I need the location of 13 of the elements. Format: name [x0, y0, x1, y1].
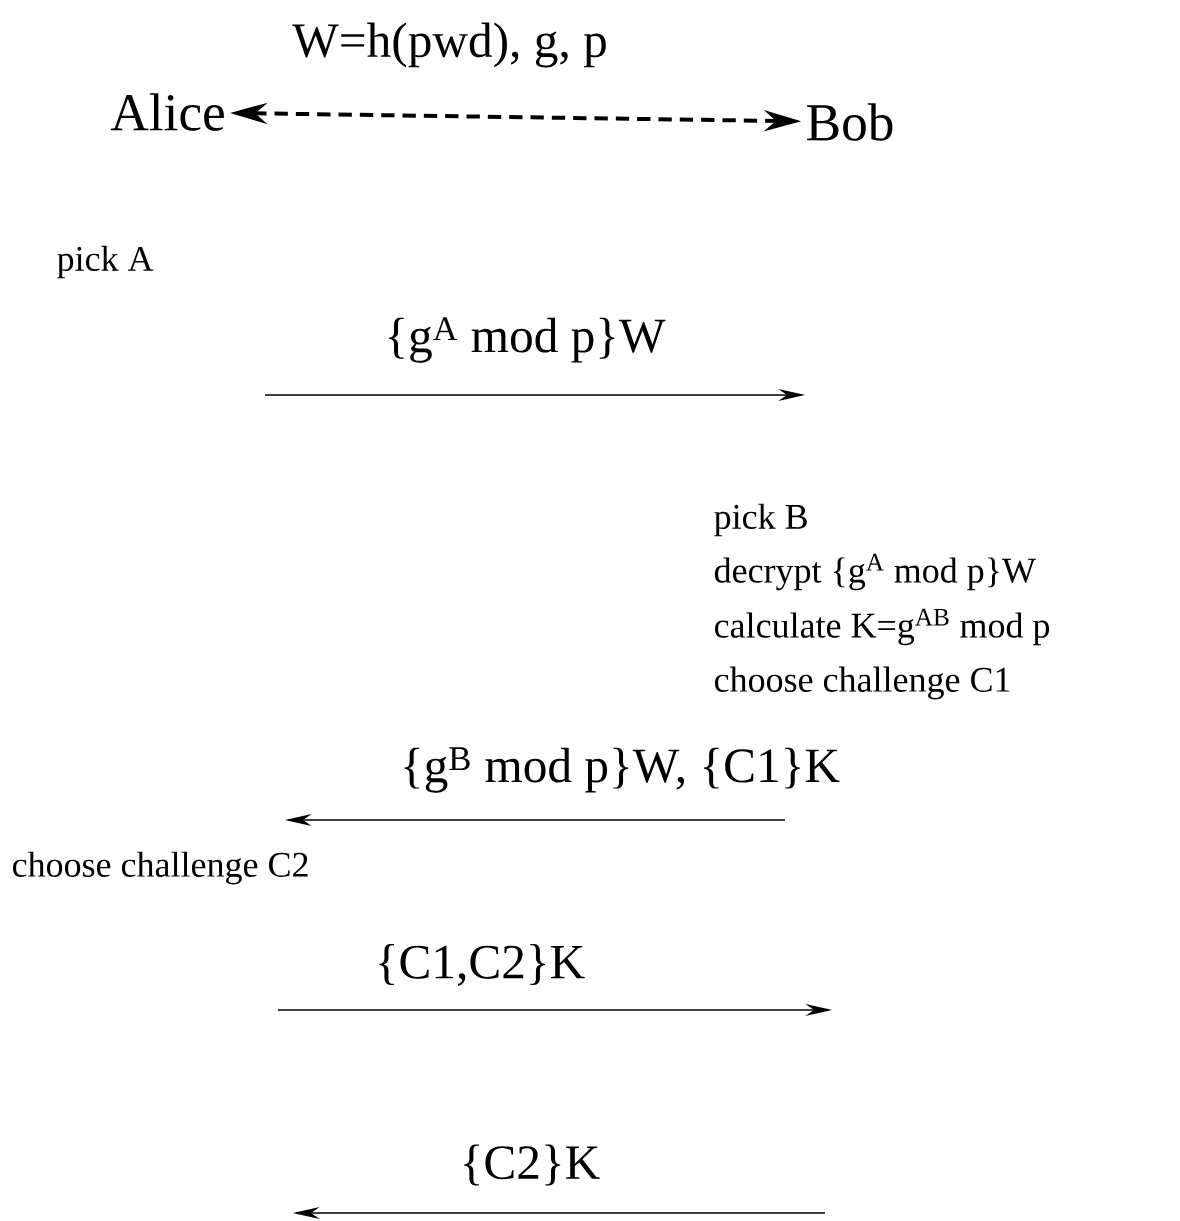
message-label: {g$^{A}$ mod p}W [388, 317, 666, 363]
step-note: pick B [714, 503, 807, 537]
step-note: pick A [57, 245, 154, 279]
step-note: decrypt {g$^{A}$ mod p}W [714, 553, 1036, 591]
party-name: Bob [807, 103, 893, 141]
party-name: Alice [110, 93, 224, 131]
step-note: calculate K=g$^{AB}$ mod p [715, 608, 1050, 646]
message-label: {g$^{B}$ mod p}W, {C1}K [404, 747, 840, 793]
message-label: {C1,C2}K [379, 944, 585, 986]
step-note: choose challenge C1 [715, 666, 1010, 700]
message-label: {C2}K [464, 1144, 600, 1186]
edge-label: W=h(pwd), g, p [292, 22, 606, 68]
step-note: choose challenge C2 [13, 851, 308, 885]
